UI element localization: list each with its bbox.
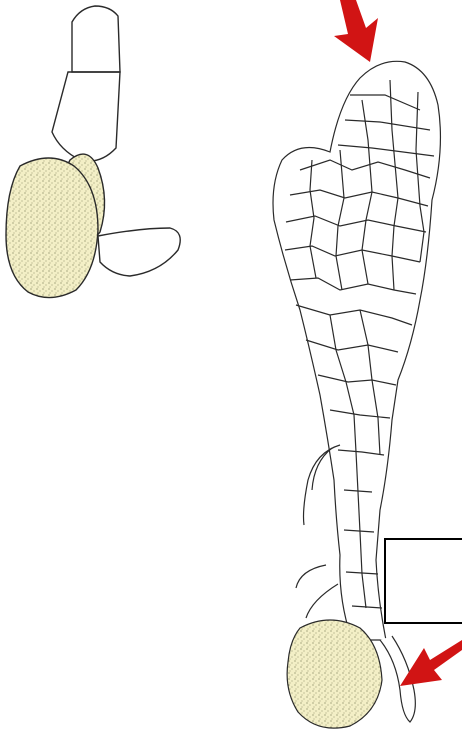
red-arrow-icon [400, 640, 462, 686]
empty-label-box [384, 538, 462, 624]
germinating-spore-icon [6, 6, 180, 298]
young-thallus-icon [273, 61, 440, 728]
red-arrow-icon [334, 0, 378, 62]
